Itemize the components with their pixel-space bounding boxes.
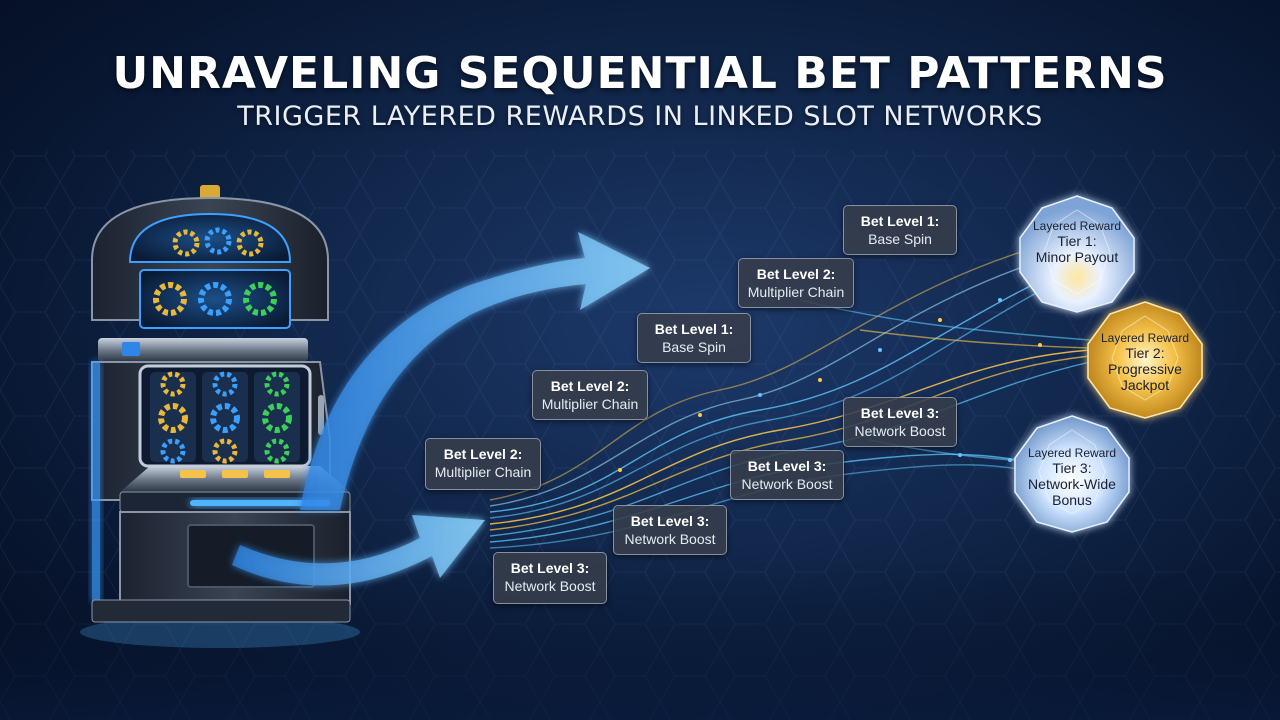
bet-level-label: Bet Level 3:Network Boost: [613, 505, 727, 555]
page-subtitle: TRIGGER LAYERED REWARDS IN LINKED SLOT N…: [237, 101, 1043, 132]
crystal-gem-icon: [1087, 301, 1203, 419]
reel-gears: [158, 371, 292, 464]
reward-tier-3-label: Layered Reward Tier 3: Network-Wide Bonu…: [1027, 446, 1117, 508]
bet-level-label: Bet Level 2:Multiplier Chain: [738, 258, 854, 308]
stream-sparkles: [618, 298, 1042, 472]
reward-tier-1-label: Layered Reward Tier 1: Minor Payout: [1032, 219, 1122, 265]
lower-arrow: [232, 515, 485, 586]
crystal-gem-icon: [1019, 195, 1135, 313]
bet-level-label: Bet Level 1:Base Spin: [637, 313, 751, 363]
bet-level-label: Bet Level 1:Base Spin: [843, 205, 957, 255]
reward-tier-2-label: Layered Reward Tier 2: Progressive Jackp…: [1100, 331, 1190, 393]
bet-level-label: Bet Level 2:Multiplier Chain: [425, 438, 541, 490]
crystal-gem-icon: [1014, 415, 1130, 533]
bet-level-label: Bet Level 2:Multiplier Chain: [532, 370, 648, 420]
page-title: UNRAVELING SEQUENTIAL BET PATTERNS: [112, 48, 1168, 99]
gear-icon: [153, 227, 277, 316]
upper-arrow: [300, 232, 650, 510]
bet-level-label: Bet Level 3:Network Boost: [493, 552, 607, 604]
bet-level-label: Bet Level 3:Network Boost: [843, 397, 957, 447]
bet-level-label: Bet Level 3:Network Boost: [730, 450, 844, 500]
